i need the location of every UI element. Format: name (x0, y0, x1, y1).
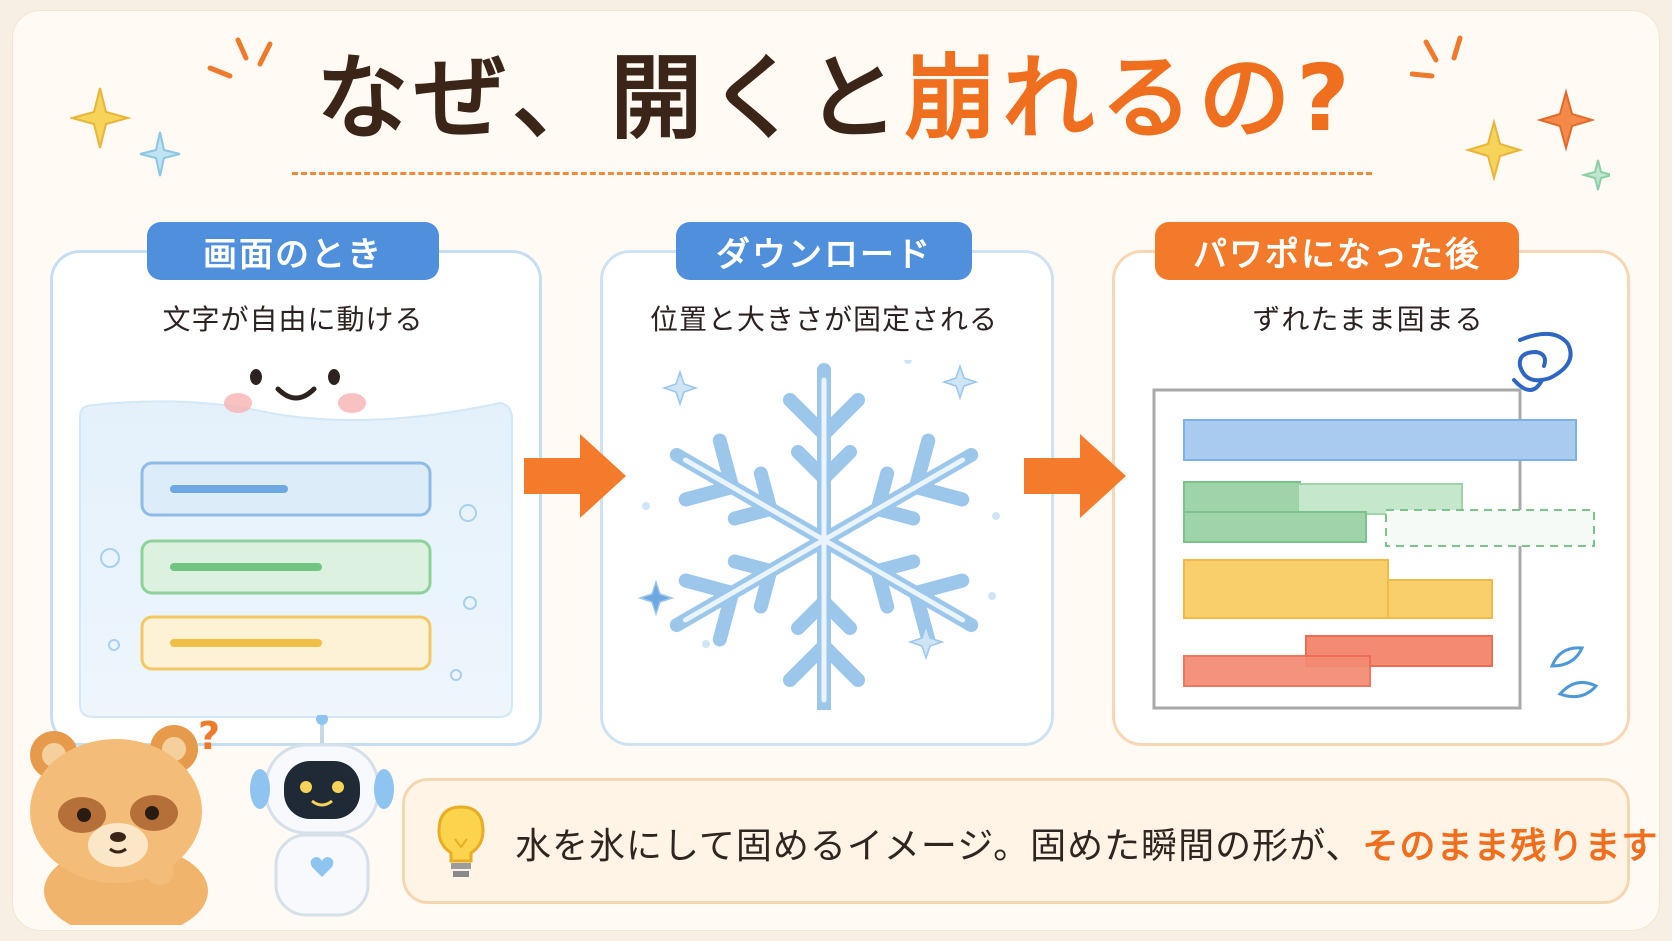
heart-icon (310, 857, 334, 877)
page-title: なぜ、開くと崩れるの? (0, 48, 1672, 149)
lightbulb-icon (437, 805, 485, 877)
text-bar-yellow (140, 615, 432, 671)
arrow-right-icon (1024, 434, 1126, 518)
shape-yellow (1183, 559, 1389, 619)
snowflake-illustration (637, 360, 1000, 710)
step-caption-pptx: ずれたまま固まる (1252, 303, 1484, 336)
shape-green (1297, 483, 1463, 515)
shape-green (1183, 481, 1301, 513)
sparkle-icon (1536, 88, 1596, 152)
step-label-download: ダウンロード (676, 222, 972, 280)
title-accent: 崩れるの? (904, 45, 1356, 152)
smiley-face-icon (224, 369, 366, 413)
note-emphasis: そのまま残ります (1362, 826, 1659, 867)
note-box: 水を氷にして固めるイメージ。固めた瞬間の形が、そのまま残ります (402, 778, 1657, 904)
snow-dots (642, 360, 1000, 648)
title-dashed-rule (292, 172, 1372, 175)
title-main: なぜ、開くと (316, 45, 905, 152)
text-bar-green (140, 539, 432, 595)
sparkle-icon (1464, 118, 1524, 182)
note-main: 水を氷にして固めるイメージ。固めた瞬間の形が、 (515, 826, 1363, 867)
shape-green (1183, 511, 1367, 543)
text-bar-blue (140, 461, 432, 517)
robot-character (250, 715, 394, 917)
sparkle-icon (70, 87, 132, 149)
bubble-icon (100, 504, 477, 681)
note-text: 水を氷にして固めるイメージ。固めた瞬間の形が、そのまま残ります (515, 817, 1658, 869)
raccoon-character (30, 725, 208, 925)
step-label-screen: 画面のとき (147, 222, 439, 280)
sparkle-icon (637, 363, 979, 661)
step-caption-download: 位置と大きさが固定される (649, 303, 998, 336)
step-caption-screen: 文字が自由に動ける (162, 303, 424, 336)
sparkle-icon (139, 131, 181, 177)
burst-lines-icon (207, 37, 273, 79)
shape-green-ghost (1385, 509, 1595, 547)
title-left-decoration (70, 37, 273, 177)
broken-slide-illustration (1152, 332, 1599, 710)
burst-lines-icon (1410, 35, 1463, 79)
characters-illustration: ? (30, 715, 394, 925)
shape-red (1305, 635, 1493, 667)
question-mark-icon: ? (198, 715, 220, 758)
title-right-decoration (1410, 35, 1610, 191)
sparkle-icon (1580, 159, 1610, 191)
arrow-right-icon (524, 434, 626, 518)
shape-yellow (1387, 579, 1493, 619)
water-illustration (79, 369, 513, 718)
shape-red (1183, 655, 1371, 687)
sweat-drop-icon (1549, 646, 1599, 699)
swirl-icon (1512, 332, 1573, 392)
shape-blue (1183, 419, 1577, 461)
step-label-pptx: パワポになった後 (1155, 222, 1519, 280)
